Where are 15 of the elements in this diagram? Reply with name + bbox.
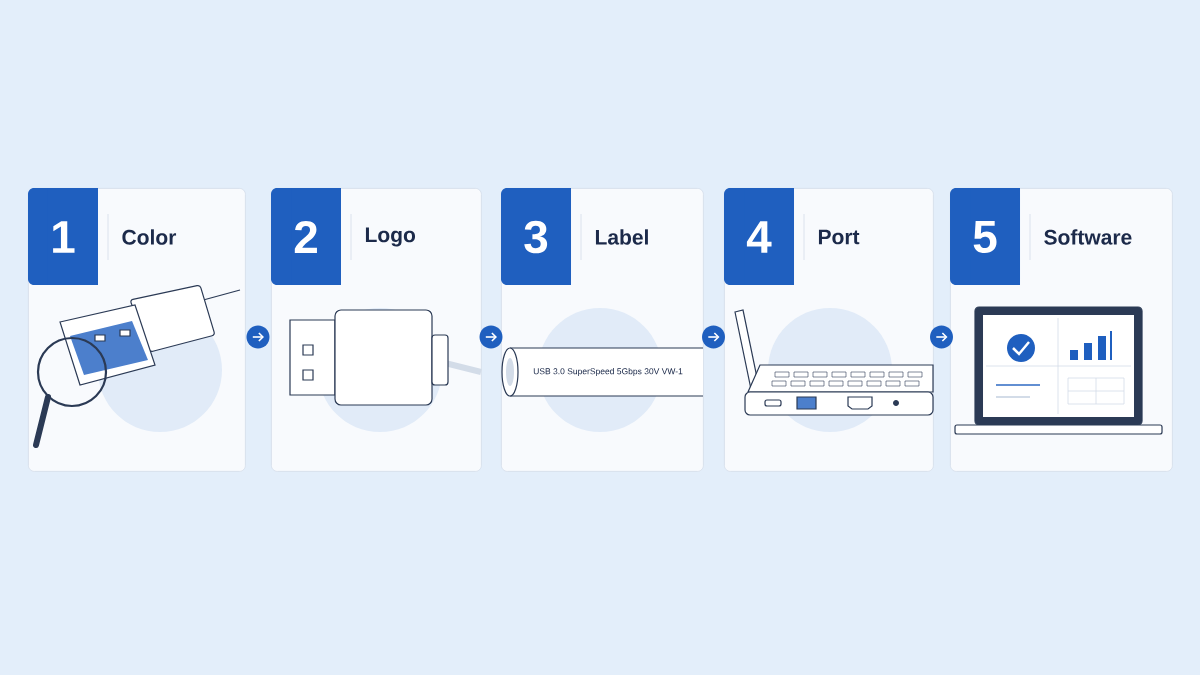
step-title: Port <box>818 229 860 245</box>
step-title: Logo <box>365 227 416 247</box>
number-badge: 1 <box>28 188 98 285</box>
step-title: Color <box>122 229 177 245</box>
arrow-button <box>479 325 503 349</box>
number-badge: 4 <box>724 188 794 285</box>
arrow-button <box>930 325 953 349</box>
number-badge: 3 <box>501 188 571 285</box>
arrow-button <box>702 325 725 349</box>
number-badge: 5 <box>950 188 1020 285</box>
arrow-button <box>246 325 270 349</box>
step-title: Label <box>595 229 648 245</box>
step-title: Software <box>1044 229 1132 245</box>
cable-marking: USB 3.0 SuperSpeed 5Gbps 30V VW-1 <box>533 368 683 376</box>
number-badge: 2 <box>271 188 341 285</box>
